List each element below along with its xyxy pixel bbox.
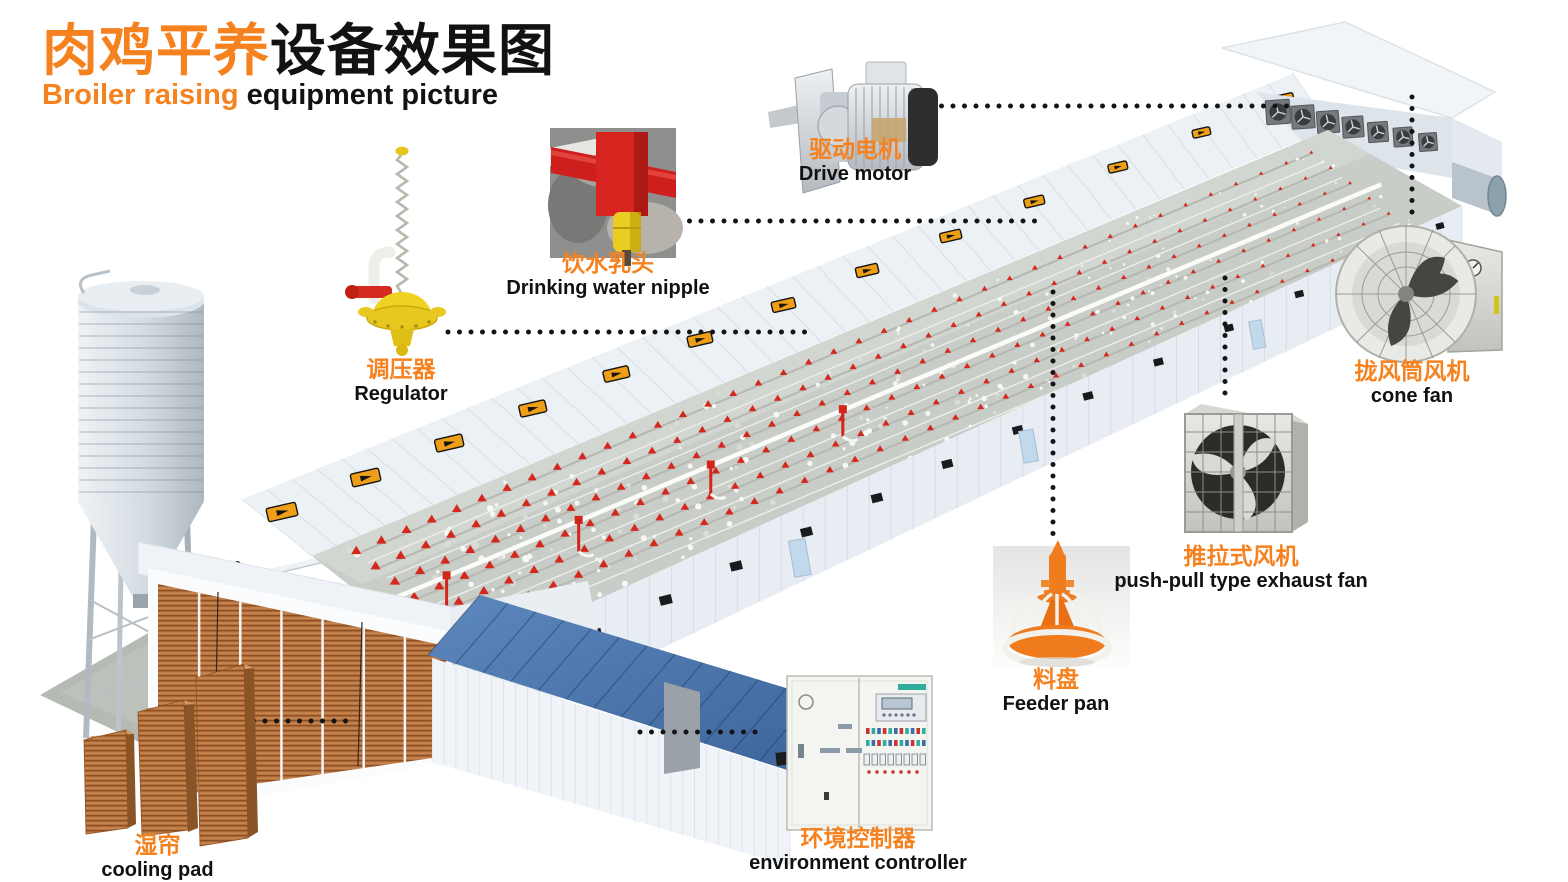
label-push-pull-fan: 推拉式风机 push-pull type exhaust fan bbox=[1114, 543, 1368, 592]
cooling-pad-image bbox=[83, 663, 258, 847]
callout-lines bbox=[239, 94, 1415, 735]
title-en: Broiler raising equipment picture bbox=[42, 79, 499, 112]
poultry-house bbox=[137, 21, 1507, 866]
near-wall bbox=[452, 206, 1462, 748]
end-gable bbox=[1221, 21, 1497, 119]
environment-controller-image bbox=[786, 675, 933, 831]
end-wall-fans bbox=[1264, 98, 1439, 153]
label-cooling-pad: 湿帘 cooling pad bbox=[101, 832, 214, 881]
water-supply-pipe bbox=[384, 182, 1383, 616]
label-drive-motor: 驱动电机 Drive motor bbox=[798, 136, 912, 185]
wall-cone-fan bbox=[1452, 162, 1496, 214]
label-regulator: 调压器 Regulator bbox=[354, 356, 448, 405]
feeder-pans-rows bbox=[351, 150, 1410, 631]
regulator-image bbox=[345, 146, 446, 356]
annex-wall bbox=[432, 658, 790, 866]
push-pull-fan-image bbox=[1184, 404, 1308, 533]
drinking-water-nipple-image bbox=[548, 128, 683, 266]
annex-blue-roof bbox=[428, 595, 842, 770]
label-feeder-pan: 料盘 Feeder pan bbox=[1002, 666, 1110, 715]
house-floor bbox=[312, 130, 1462, 666]
far-wall bbox=[240, 72, 1330, 556]
title-zh: 肉鸡平养设备效果图 bbox=[42, 19, 555, 82]
label-cone-fan: 拢风筒风机 cone fan bbox=[1354, 358, 1470, 407]
drive-motor-image bbox=[768, 61, 938, 194]
cone-fan-image bbox=[1335, 225, 1503, 363]
page-title: 肉鸡平养设备效果图 Broiler raising equipment pict… bbox=[42, 22, 555, 111]
label-drinking-water-nipple: 饮水乳头 Drinking water nipple bbox=[506, 250, 710, 299]
annex-door bbox=[664, 682, 700, 774]
feeder-pan-image bbox=[993, 540, 1130, 667]
label-environment-controller: 环境控制器 environment controller bbox=[749, 825, 967, 874]
